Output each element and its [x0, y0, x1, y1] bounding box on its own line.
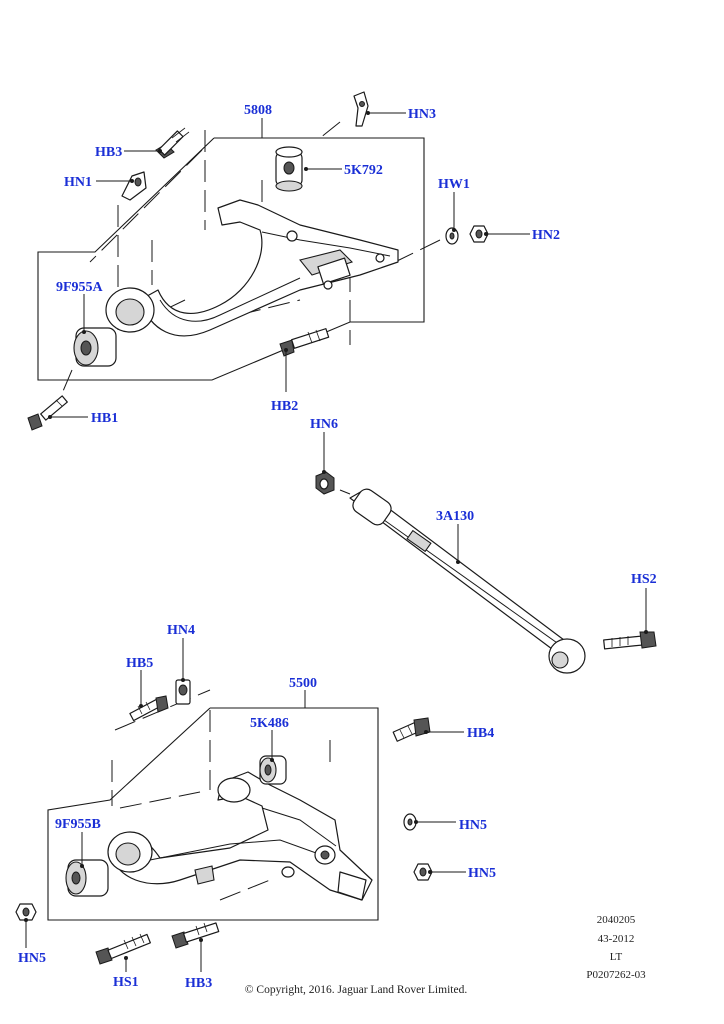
washer-hw1 [445, 227, 459, 245]
nut-hn5-right-lower [413, 863, 433, 881]
label-hn6: HN6 [310, 417, 338, 432]
callout-labels: 5808 HB3 HN1 HN3 5K792 HW1 HN2 9F955A HB… [18, 103, 657, 991]
label-5500: 5500 [289, 676, 317, 691]
label-hn3: HN3 [408, 107, 436, 122]
label-9f955b: 9F955B [55, 817, 101, 832]
label-hb5: HB5 [126, 656, 153, 671]
nut-hn5-left [15, 903, 37, 921]
label-hn5-right-lower: HN5 [468, 866, 496, 881]
reference-line-4: P0207262-03 [586, 969, 646, 981]
bolt-hb3-top [155, 127, 190, 159]
bush-9f955a [73, 327, 117, 367]
label-hs1: HS1 [113, 975, 139, 990]
bolt-hb3-bottom [171, 922, 220, 949]
label-5k486: 5K486 [250, 716, 289, 731]
bolt-hs2 [603, 631, 657, 650]
label-hb4: HB4 [467, 726, 494, 741]
label-5808: 5808 [244, 103, 272, 118]
clip-hn4 [175, 679, 191, 705]
label-hn4: HN4 [167, 623, 195, 638]
nut-hn1 [121, 171, 147, 201]
reference-line-1: 2040205 [597, 914, 636, 926]
bolt-hb4 [392, 717, 431, 742]
nut-hn2 [469, 225, 489, 243]
leader-lines [24, 111, 648, 972]
bracket-hn3 [353, 91, 369, 127]
label-hb3-top: HB3 [95, 145, 122, 160]
nut-hn6 [315, 471, 335, 495]
bush-9f955b [65, 859, 109, 897]
bolt-hb1 [27, 395, 68, 431]
reference-line-3: LT [610, 951, 623, 963]
bolt-hb2 [279, 328, 330, 357]
bolt-hs1 [95, 933, 151, 965]
label-3a130: 3A130 [436, 509, 474, 524]
upper-arm-assembly [37, 118, 441, 411]
label-hn5-left: HN5 [18, 951, 46, 966]
reference-block: 2040205 43-2012 LT P0207262-03 [586, 914, 646, 981]
reference-line-2: 43-2012 [598, 933, 635, 945]
bolt-hb5 [129, 695, 169, 722]
label-9f955a: 9F955A [56, 280, 104, 295]
label-hn5-right-upper: HN5 [459, 818, 487, 833]
label-hn2: HN2 [532, 228, 560, 243]
upper-control-arm [139, 199, 399, 337]
lower-arm-assembly [47, 689, 379, 921]
bush-5k486 [259, 755, 287, 785]
label-hb1: HB1 [91, 411, 118, 426]
label-hw1: HW1 [438, 177, 470, 192]
bush-5k792 [275, 146, 303, 192]
label-hs2: HS2 [631, 572, 657, 587]
label-5k792: 5K792 [344, 163, 383, 178]
copyright-notice: © Copyright, 2016. Jaguar Land Rover Lim… [245, 984, 468, 996]
label-hn1: HN1 [64, 175, 92, 190]
label-hb3-bottom: HB3 [185, 976, 212, 991]
toe-link-3a130 [339, 488, 586, 674]
label-hb2: HB2 [271, 399, 298, 414]
